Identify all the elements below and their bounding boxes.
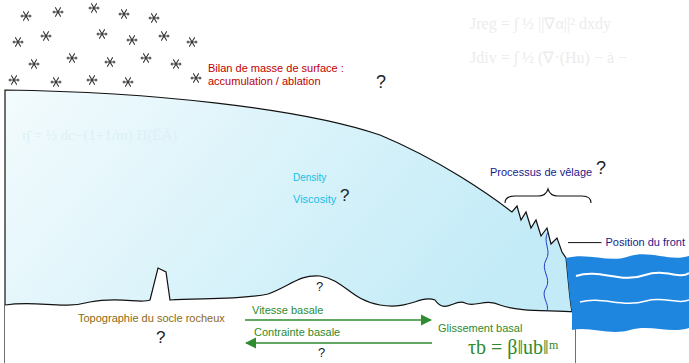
question-mark: ? [318,345,325,361]
question-mark: ? [340,186,349,206]
sliding-law-formula: τb = β‖ub‖ᵐ [468,335,559,359]
question-mark: ? [376,72,386,94]
ice-internal-line [544,232,548,311]
watermark-formula: η̄ = ½ dc−(1+1/m) H(ĒĀ) [22,126,177,144]
snowflakes [9,4,201,87]
calving-brace [505,189,591,203]
bedrock-topography-label: Topographie du socle rocheux [78,312,225,325]
watermark-formula: Jdiv = ∫ ½ (∇·(Hu) − ȧ − [470,48,627,67]
front-position-label: Position du front [606,236,686,249]
viscosity-label: Viscosity [293,193,336,206]
basal-stress-label: Contrainte basale [254,326,340,339]
basal-stress-arrow [246,342,432,344]
ocean [566,254,689,332]
basal-velocity-arrow [245,319,431,321]
watermark-formula: Jreg = ∫ ½ ||∇α||² dxdy [470,14,611,33]
leader-line [568,242,602,243]
question-mark: ? [596,158,606,180]
basal-velocity-label: Vitesse basale [252,304,323,317]
wave-line [580,299,689,303]
basal-sliding-label: Glissement basal [438,322,522,335]
density-label: Density [293,172,326,184]
wave-line [576,273,689,278]
bedrock-ground [5,268,575,363]
question-mark: ? [316,279,323,295]
surface-mass-balance-label: Bilan de masse de surface : accumulation… [208,62,358,88]
question-mark: ? [156,328,165,348]
calving-label: Processus de vêlage [490,166,592,179]
ice-body [5,90,575,363]
